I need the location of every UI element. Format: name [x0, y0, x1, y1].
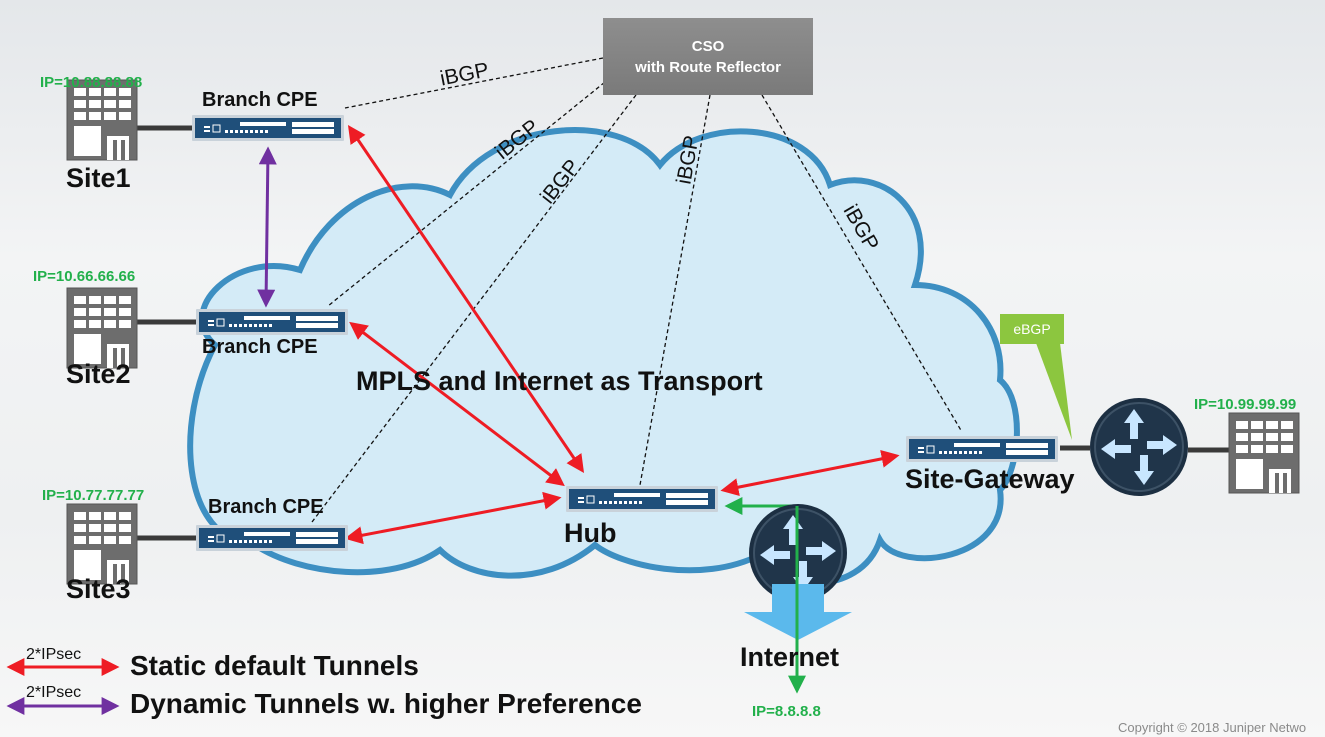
site1-label: Site1 [66, 163, 131, 193]
hub-device-icon [565, 485, 719, 513]
site3-label: Site3 [66, 574, 131, 604]
site3-ip-label: IP=10.77.77.77 [42, 487, 145, 504]
site-gateway-device-icon [905, 435, 1059, 463]
tunnel-site3-hub [344, 491, 562, 545]
access-links [137, 125, 1230, 541]
internet-label: Internet [740, 642, 840, 672]
site2-label: Site2 [66, 359, 131, 389]
ebgp-callout-pointer [1036, 343, 1072, 440]
site1-building-icon [66, 79, 138, 161]
site2-branch-cpe-label: Branch CPE [202, 336, 318, 358]
site1-branch-cpe-label: Branch CPE [202, 89, 318, 111]
static-tunnels [344, 125, 900, 545]
legend-dynamic-text: Dynamic Tunnels w. higher Preference [130, 688, 642, 719]
remote-site-building-icon [1228, 412, 1300, 494]
site2-building-icon [66, 287, 138, 369]
legend-static-tag: 2*IPsec [26, 646, 82, 663]
site3-branch-cpe-icon [195, 524, 349, 552]
site3-branch-cpe-label: Branch CPE [208, 496, 324, 518]
remote-site-ip-label: IP=10.99.99.99 [1194, 396, 1297, 413]
legend-dynamic-tag: 2*IPsec [26, 684, 82, 701]
ebgp-callout: eBGP [1000, 314, 1064, 344]
gateway-router-icon [1089, 397, 1189, 497]
tunnel-hub-gateway [720, 449, 900, 497]
cloud-label: MPLS and Internet as Transport [356, 366, 763, 396]
site2-ip-label: IP=10.66.66.66 [33, 268, 136, 285]
site2-branch-cpe-icon [195, 308, 349, 336]
tunnel-site1-site2-dynamic [257, 146, 277, 308]
copyright-text: Copyright © 2018 Juniper Netwo [1118, 720, 1307, 735]
site1-branch-cpe-icon [191, 114, 345, 142]
internet-ip-label: IP=8.8.8.8 [752, 703, 821, 720]
legend-static-text: Static default Tunnels [130, 650, 419, 681]
ebgp-label: eBGP [1013, 321, 1051, 337]
cso-route-reflector-box: CSO with Route Reflector [603, 18, 813, 95]
site-gateway-label: Site-Gateway [905, 464, 1075, 494]
hub-label: Hub [564, 518, 617, 548]
site3-building-icon [66, 503, 138, 585]
tunnel-site2-hub [349, 321, 565, 487]
cso-title: CSO [691, 37, 725, 55]
cso-subtitle: with Route Reflector [635, 58, 781, 76]
site1-ip-label: IP=10.88.88.88 [40, 74, 143, 91]
